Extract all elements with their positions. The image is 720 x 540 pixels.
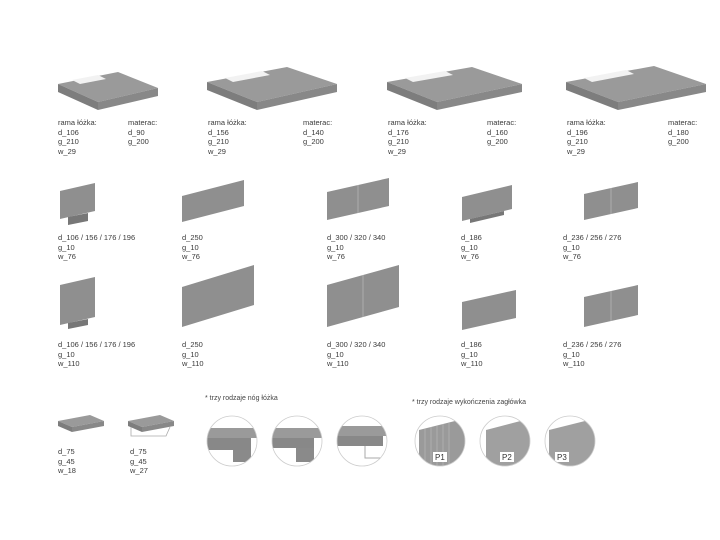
finish-p2-label: P2 — [502, 453, 512, 462]
headboard-76-image-2 — [182, 180, 244, 222]
headboard-110-image-2 — [182, 265, 254, 327]
headboard-110-image-3 — [327, 265, 399, 327]
bed-image-4 — [566, 66, 706, 110]
finish-p3-detail: P3 — [544, 415, 596, 467]
headboard-76-image-4 — [462, 185, 512, 223]
finish-note: * trzy rodzaje wykończenia zagłówka — [412, 399, 526, 406]
leg-type-1-detail — [206, 415, 258, 467]
headboard-76-image-3 — [327, 178, 389, 220]
headboard-110-image-5 — [584, 285, 638, 327]
finish-p3-label: P3 — [557, 453, 567, 462]
headboard-110-image-1 — [60, 277, 95, 329]
leg-type-3-detail — [336, 415, 388, 467]
bed-image-1 — [58, 72, 158, 110]
legs-note: * trzy rodzaje nóg łóżka — [205, 395, 278, 402]
headboard-76-image-5 — [584, 182, 638, 220]
finish-p1-detail: P1 — [414, 415, 466, 467]
headboard-76-image-1 — [60, 183, 95, 225]
bed-image-3 — [387, 67, 522, 110]
finish-p2-detail: P2 — [479, 415, 531, 467]
bench-image-2 — [128, 415, 174, 437]
leg-type-2-detail — [271, 415, 323, 467]
bench-image-1 — [58, 415, 104, 432]
headboard-110-image-4 — [462, 290, 516, 330]
bed-image-2 — [207, 67, 337, 110]
finish-p1-label: P1 — [435, 453, 445, 462]
